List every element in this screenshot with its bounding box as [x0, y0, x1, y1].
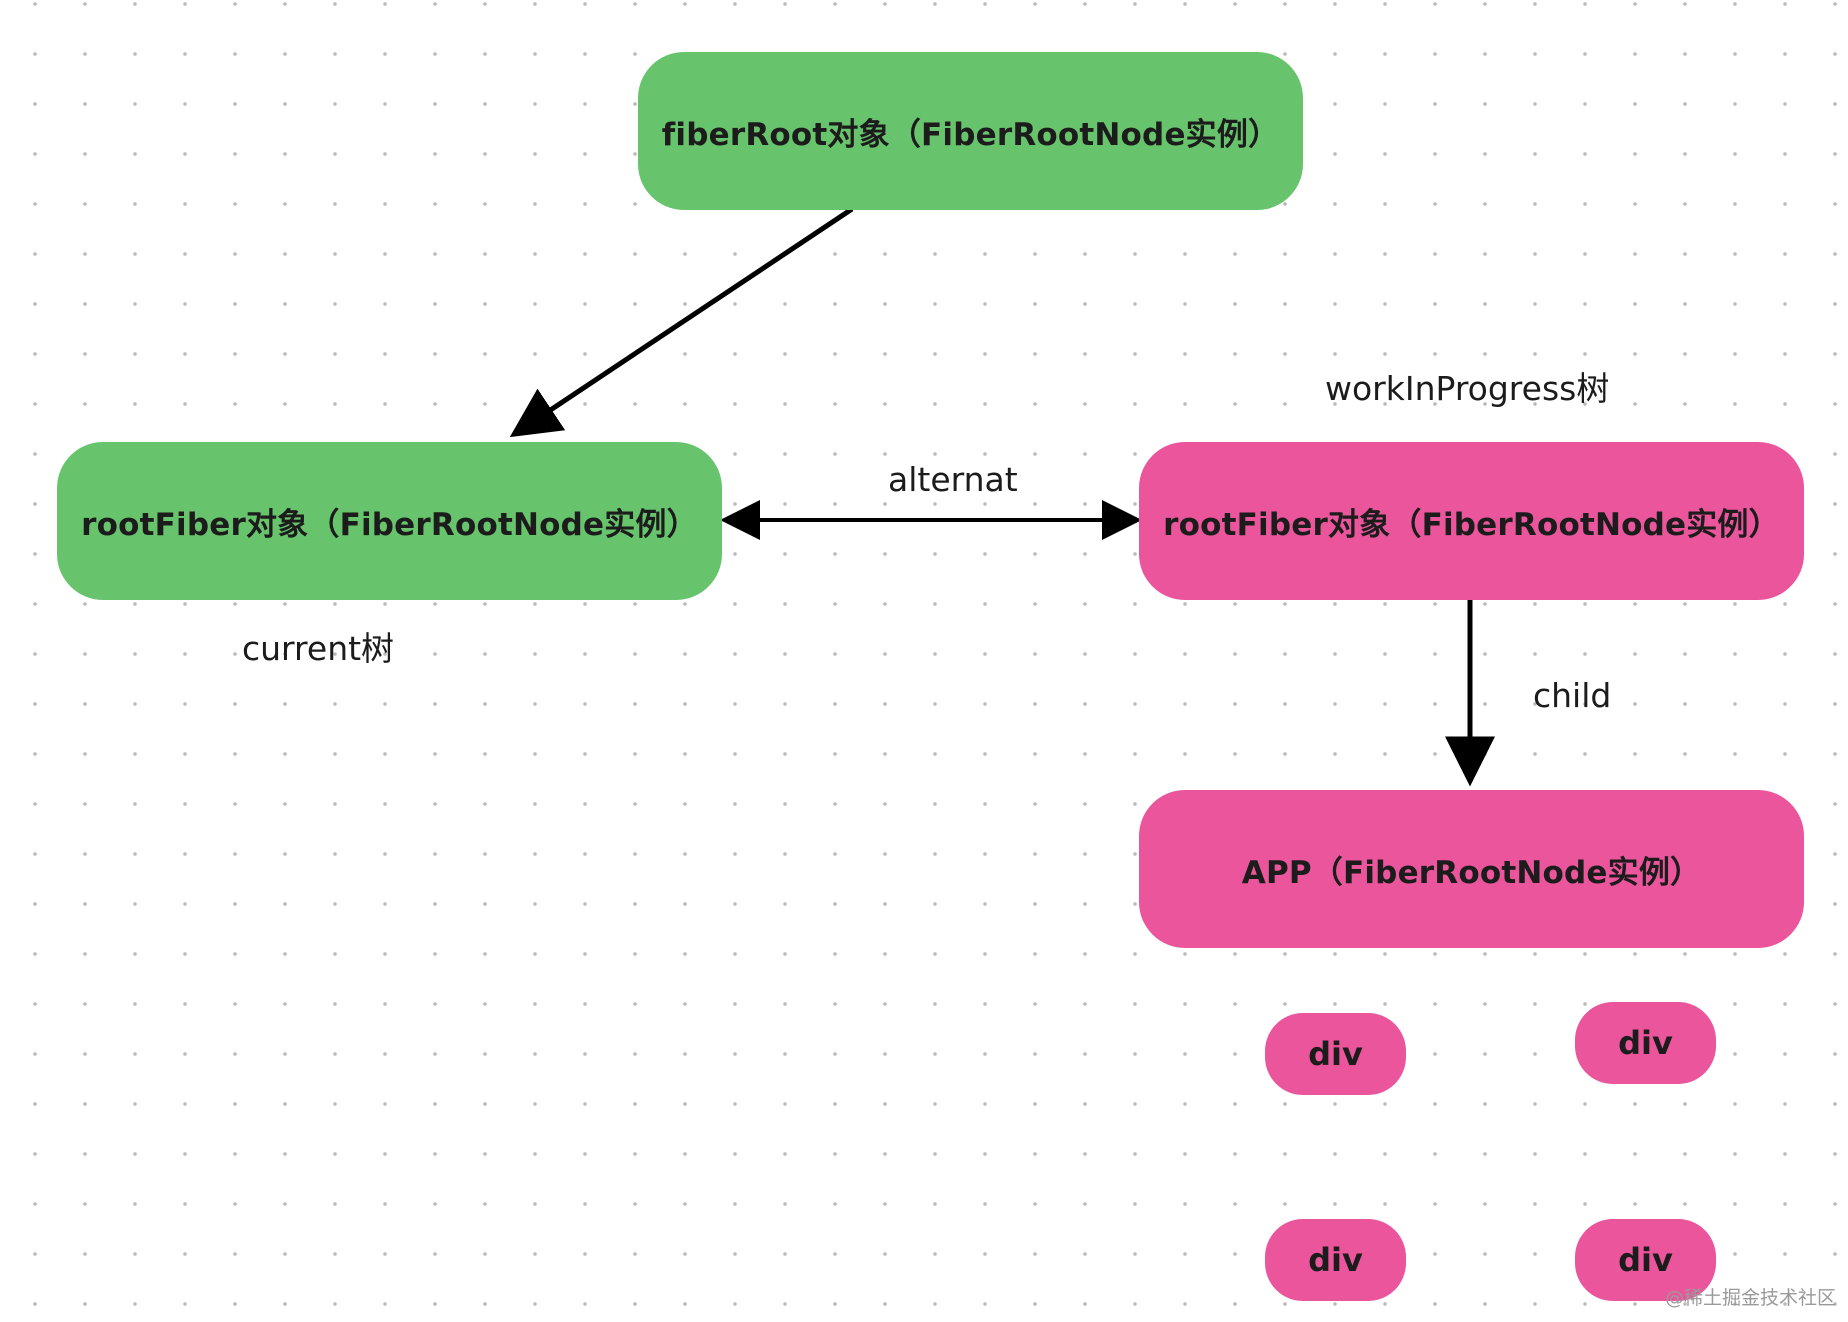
wip-root-fiber-node: rootFiber对象（FiberRootNode实例）	[1139, 442, 1804, 600]
div-node-3: div	[1265, 1219, 1406, 1301]
alternate-edge-label: alternat	[888, 460, 1018, 499]
edge-fiberroot-to-rootfiber	[509, 206, 854, 438]
current-root-fiber-node: rootFiber对象（FiberRootNode实例）	[57, 442, 722, 600]
child-edge-label: child	[1533, 676, 1612, 715]
fiber-root-node-label: fiberRoot对象（FiberRootNode实例）	[661, 116, 1280, 153]
wip-tree-label: workInProgress树	[1325, 369, 1610, 408]
current-tree-label: current树	[242, 629, 395, 668]
div-node-2: div	[1575, 1002, 1716, 1084]
div-node-4: div	[1575, 1219, 1716, 1301]
div-node-1-label: div	[1308, 1035, 1363, 1073]
fiber-root-node: fiberRoot对象（FiberRootNode实例）	[638, 52, 1303, 210]
app-node-label: APP（FiberRootNode实例）	[1241, 854, 1702, 891]
div-node-1: div	[1265, 1013, 1406, 1095]
div-node-2-label: div	[1618, 1024, 1673, 1062]
wip-root-fiber-node-label: rootFiber对象（FiberRootNode实例）	[1163, 506, 1780, 543]
div-node-4-label: div	[1618, 1241, 1673, 1279]
div-node-3-label: div	[1308, 1241, 1363, 1279]
current-root-fiber-node-label: rootFiber对象（FiberRootNode实例）	[81, 506, 698, 543]
app-node: APP（FiberRootNode实例）	[1139, 790, 1804, 948]
watermark: @稀土掘金技术社区	[1664, 1287, 1836, 1309]
